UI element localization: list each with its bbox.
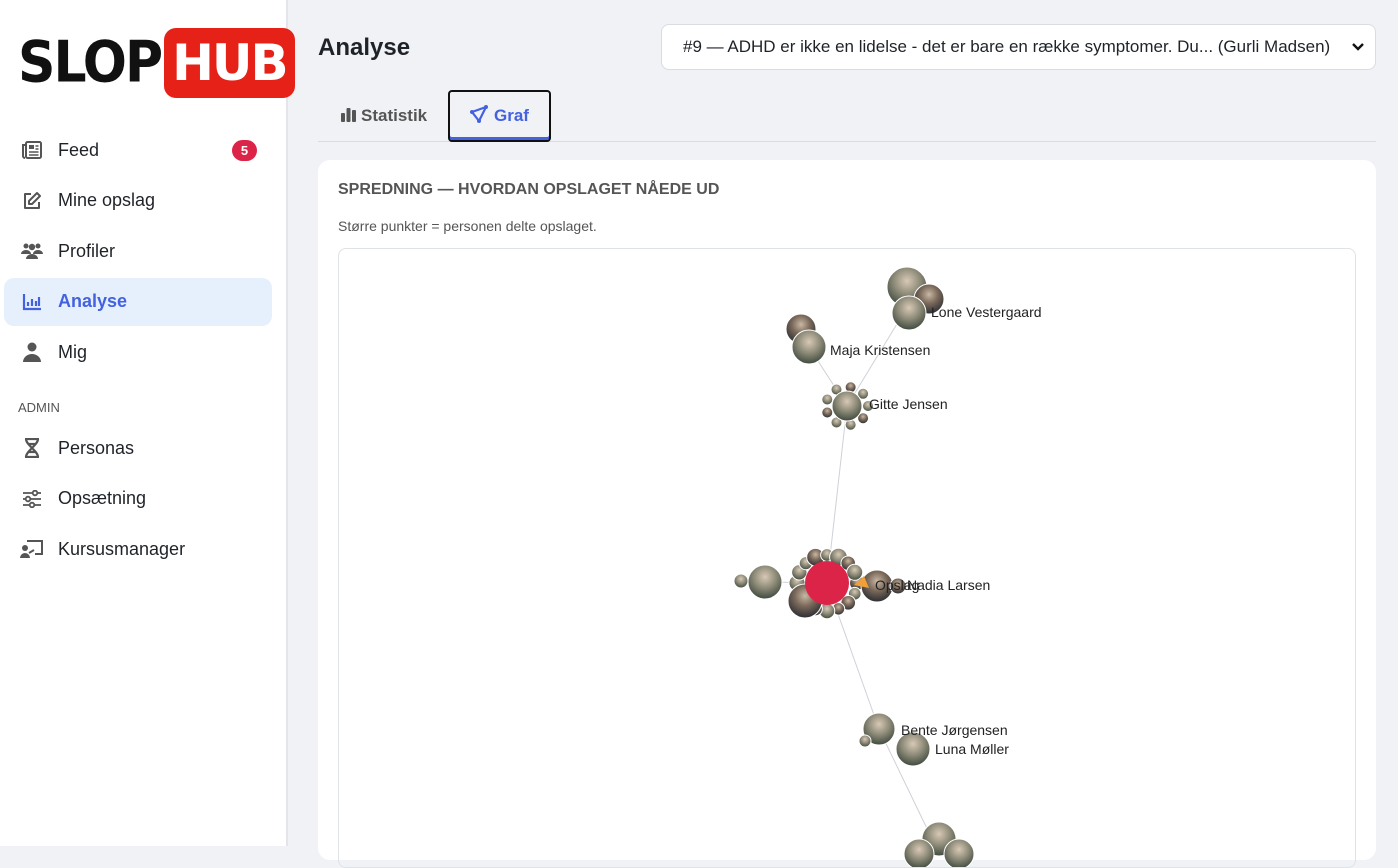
avatar-node[interactable]	[733, 573, 749, 589]
avatar-node[interactable]	[943, 838, 975, 868]
page-title: Analyse	[318, 34, 411, 61]
avatar-node[interactable]	[857, 412, 870, 425]
avatar-node[interactable]	[821, 393, 834, 406]
avatar-node[interactable]	[831, 390, 863, 422]
sidebar-item-mine-opslag[interactable]: Mine opslag	[4, 177, 272, 225]
sidebar-item-mig[interactable]: Mig	[4, 328, 272, 376]
root-post-node[interactable]	[805, 561, 849, 605]
sidebar-item-opsaetning[interactable]: Opsætning	[4, 475, 272, 523]
edit-icon	[20, 191, 44, 211]
person-node-label[interactable]: Gitte Jensen	[869, 396, 948, 412]
avatar-node[interactable]	[791, 329, 827, 365]
post-select-value: #9 — ADHD er ikke en lidelse - det er ba…	[683, 37, 1331, 56]
avatar-node[interactable]	[846, 563, 864, 581]
card-subtitle: Større punkter = personen delte opslaget…	[338, 218, 597, 234]
avatar-node[interactable]	[857, 387, 870, 400]
sidebar-item-label: Personas	[58, 437, 135, 458]
avatar-node[interactable]	[821, 406, 834, 419]
person-node-label[interactable]: Luna Møller	[935, 741, 1009, 757]
avatar-node[interactable]	[889, 577, 907, 595]
avatar-node[interactable]	[903, 838, 935, 868]
chevron-down-icon	[1351, 37, 1365, 62]
graph-icon	[470, 104, 489, 128]
share-arrow-icon	[854, 576, 869, 588]
user-icon	[20, 342, 44, 362]
sidebar-item-label: Profiler	[58, 240, 116, 261]
sidebar-item-profiler[interactable]: Profiler	[4, 227, 272, 275]
presentation-icon	[20, 540, 44, 558]
avatar-node[interactable]	[891, 295, 927, 331]
users-icon	[20, 242, 44, 260]
card-title: SPREDNING — HVORDAN OPSLAGET NÅEDE UD	[338, 181, 720, 198]
admin-section-label: ADMIN	[18, 400, 60, 415]
chart-icon	[20, 293, 44, 311]
post-select[interactable]: #9 — ADHD er ikke en lidelse - det er ba…	[661, 24, 1376, 70]
bar-chart-icon	[340, 106, 357, 127]
person-node-label[interactable]: Lone Vestergaard	[931, 304, 1042, 320]
person-node-label[interactable]: Bente Jørgensen	[901, 722, 1008, 738]
sidebar-item-kursusmanager[interactable]: Kursusmanager	[4, 525, 272, 573]
sidebar-item-label: Feed	[58, 139, 100, 160]
newspaper-icon	[20, 141, 44, 159]
notification-badge: 5	[232, 139, 257, 161]
sliders-icon	[20, 489, 44, 508]
tab-label: Statistik	[361, 106, 428, 125]
sidebar-item-label: Mine opslag	[58, 190, 156, 210]
avatar-node[interactable]	[895, 731, 931, 767]
dna-icon	[20, 438, 44, 458]
tab-statistik[interactable]: Statistik	[338, 90, 429, 142]
sidebar-item-feed[interactable]: Feed 5	[4, 126, 272, 174]
spread-card: SPREDNING — HVORDAN OPSLAGET NÅEDE UD St…	[318, 160, 1376, 868]
root-post-label: Opslag	[875, 577, 919, 593]
graph-edge	[878, 728, 934, 842]
sidebar-item-label: Analyse	[58, 291, 128, 311]
avatar-node[interactable]	[862, 712, 896, 746]
sidebar-item-label: Mig	[58, 341, 88, 362]
sidebar-item-label: Opsætning	[58, 488, 147, 508]
tab-bar: Statistik Graf	[318, 90, 1376, 142]
avatar-node[interactable]	[858, 734, 872, 748]
sidebar-item-personas[interactable]: Personas	[4, 424, 272, 472]
tab-label: Graf	[494, 106, 529, 125]
tab-graf[interactable]: Graf	[448, 90, 551, 142]
sidebar-item-analyse[interactable]: Analyse	[4, 277, 272, 326]
sidebar-item-label: Kursusmanager	[58, 538, 186, 559]
avatar-node[interactable]	[747, 564, 783, 600]
person-node-label[interactable]: Maja Kristensen	[830, 342, 930, 358]
person-node-label[interactable]: Nadia Larsen	[907, 577, 990, 593]
